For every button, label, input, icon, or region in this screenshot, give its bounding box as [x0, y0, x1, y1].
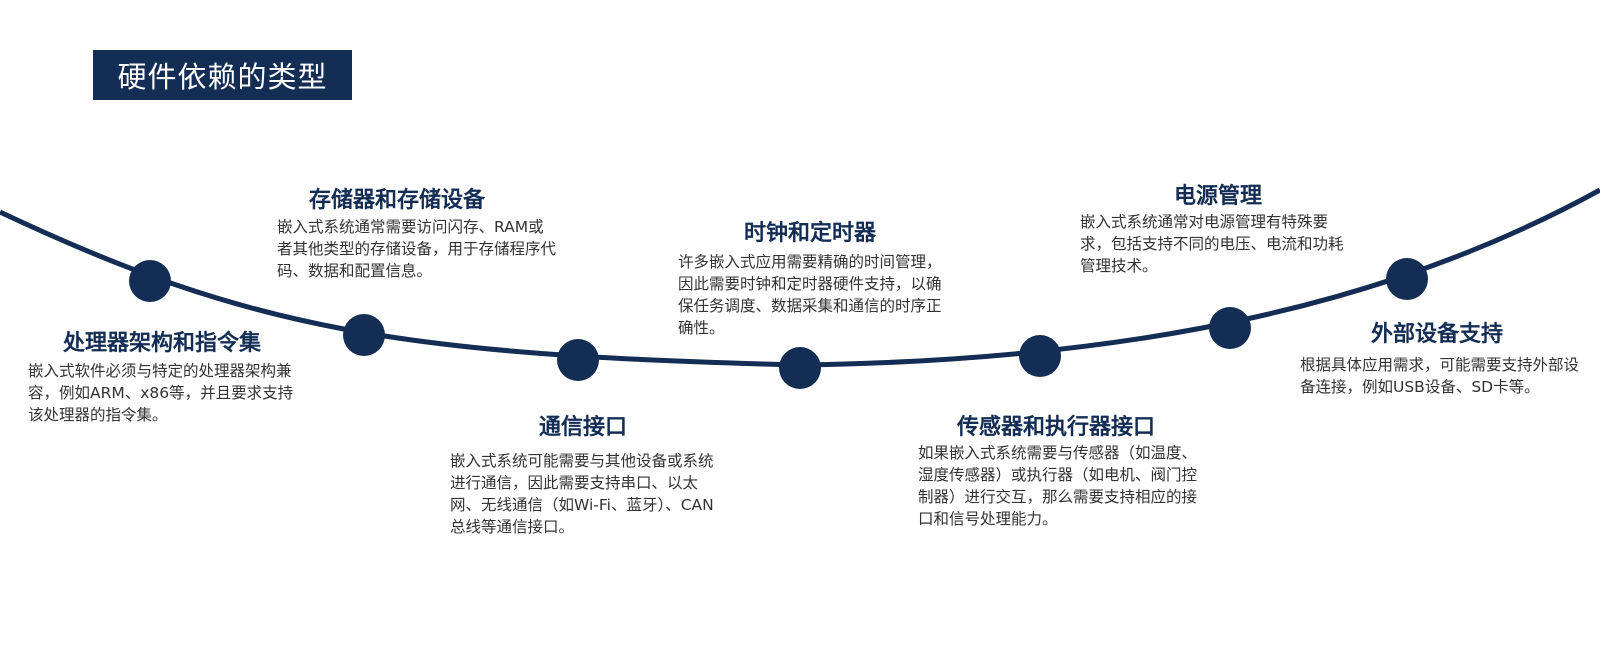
- item-desc-power: 嵌入式系统通常对电源管理有特殊要求，包括支持不同的电压、电流和功耗管理技术。: [1080, 213, 1344, 275]
- item-desc-communication: 嵌入式系统可能需要与其他设备或系统进行通信，因此需要支持串口、以太网、无线通信（…: [450, 452, 714, 536]
- item-heading-processor: 处理器架构和指令集: [62, 331, 261, 356]
- timeline-node-4: [779, 347, 821, 389]
- item-desc-storage: 嵌入式系统通常需要访问闪存、RAM或者其他类型的存储设备，用于存储程序代码、数据…: [277, 218, 557, 280]
- item-desc-sensor: 如果嵌入式系统需要与传感器（如温度、湿度传感器）或执行器（如电机、阀门控制器）进…: [918, 444, 1198, 528]
- timeline-node-5: [1019, 335, 1061, 377]
- item-heading-communication: 通信接口: [538, 415, 627, 440]
- timeline-node-1: [129, 260, 171, 302]
- item-heading-clock: 时钟和定时器: [743, 221, 876, 246]
- item-desc-clock: 许多嵌入式应用需要精确的时间管理，因此需要时钟和定时器硬件支持，以确保任务调度、…: [678, 253, 942, 337]
- page-title: 硬件依赖的类型: [93, 50, 352, 100]
- timeline-node-7: [1386, 258, 1428, 300]
- item-desc-peripheral: 根据具体应用需求，可能需要支持外部设备连接，例如USB设备、SD卡等。: [1300, 356, 1580, 396]
- timeline-node-3: [557, 339, 599, 381]
- timeline-node-6: [1209, 307, 1251, 349]
- item-heading-sensor: 传感器和执行器接口: [956, 415, 1155, 440]
- timeline-node-2: [343, 314, 385, 356]
- item-heading-peripheral: 外部设备支持: [1370, 322, 1503, 347]
- item-desc-processor: 嵌入式软件必须与特定的处理器架构兼容，例如ARM、x86等，并且要求支持该处理器…: [28, 362, 294, 424]
- item-heading-power: 电源管理: [1173, 184, 1262, 209]
- item-heading-storage: 存储器和存储设备: [308, 188, 485, 213]
